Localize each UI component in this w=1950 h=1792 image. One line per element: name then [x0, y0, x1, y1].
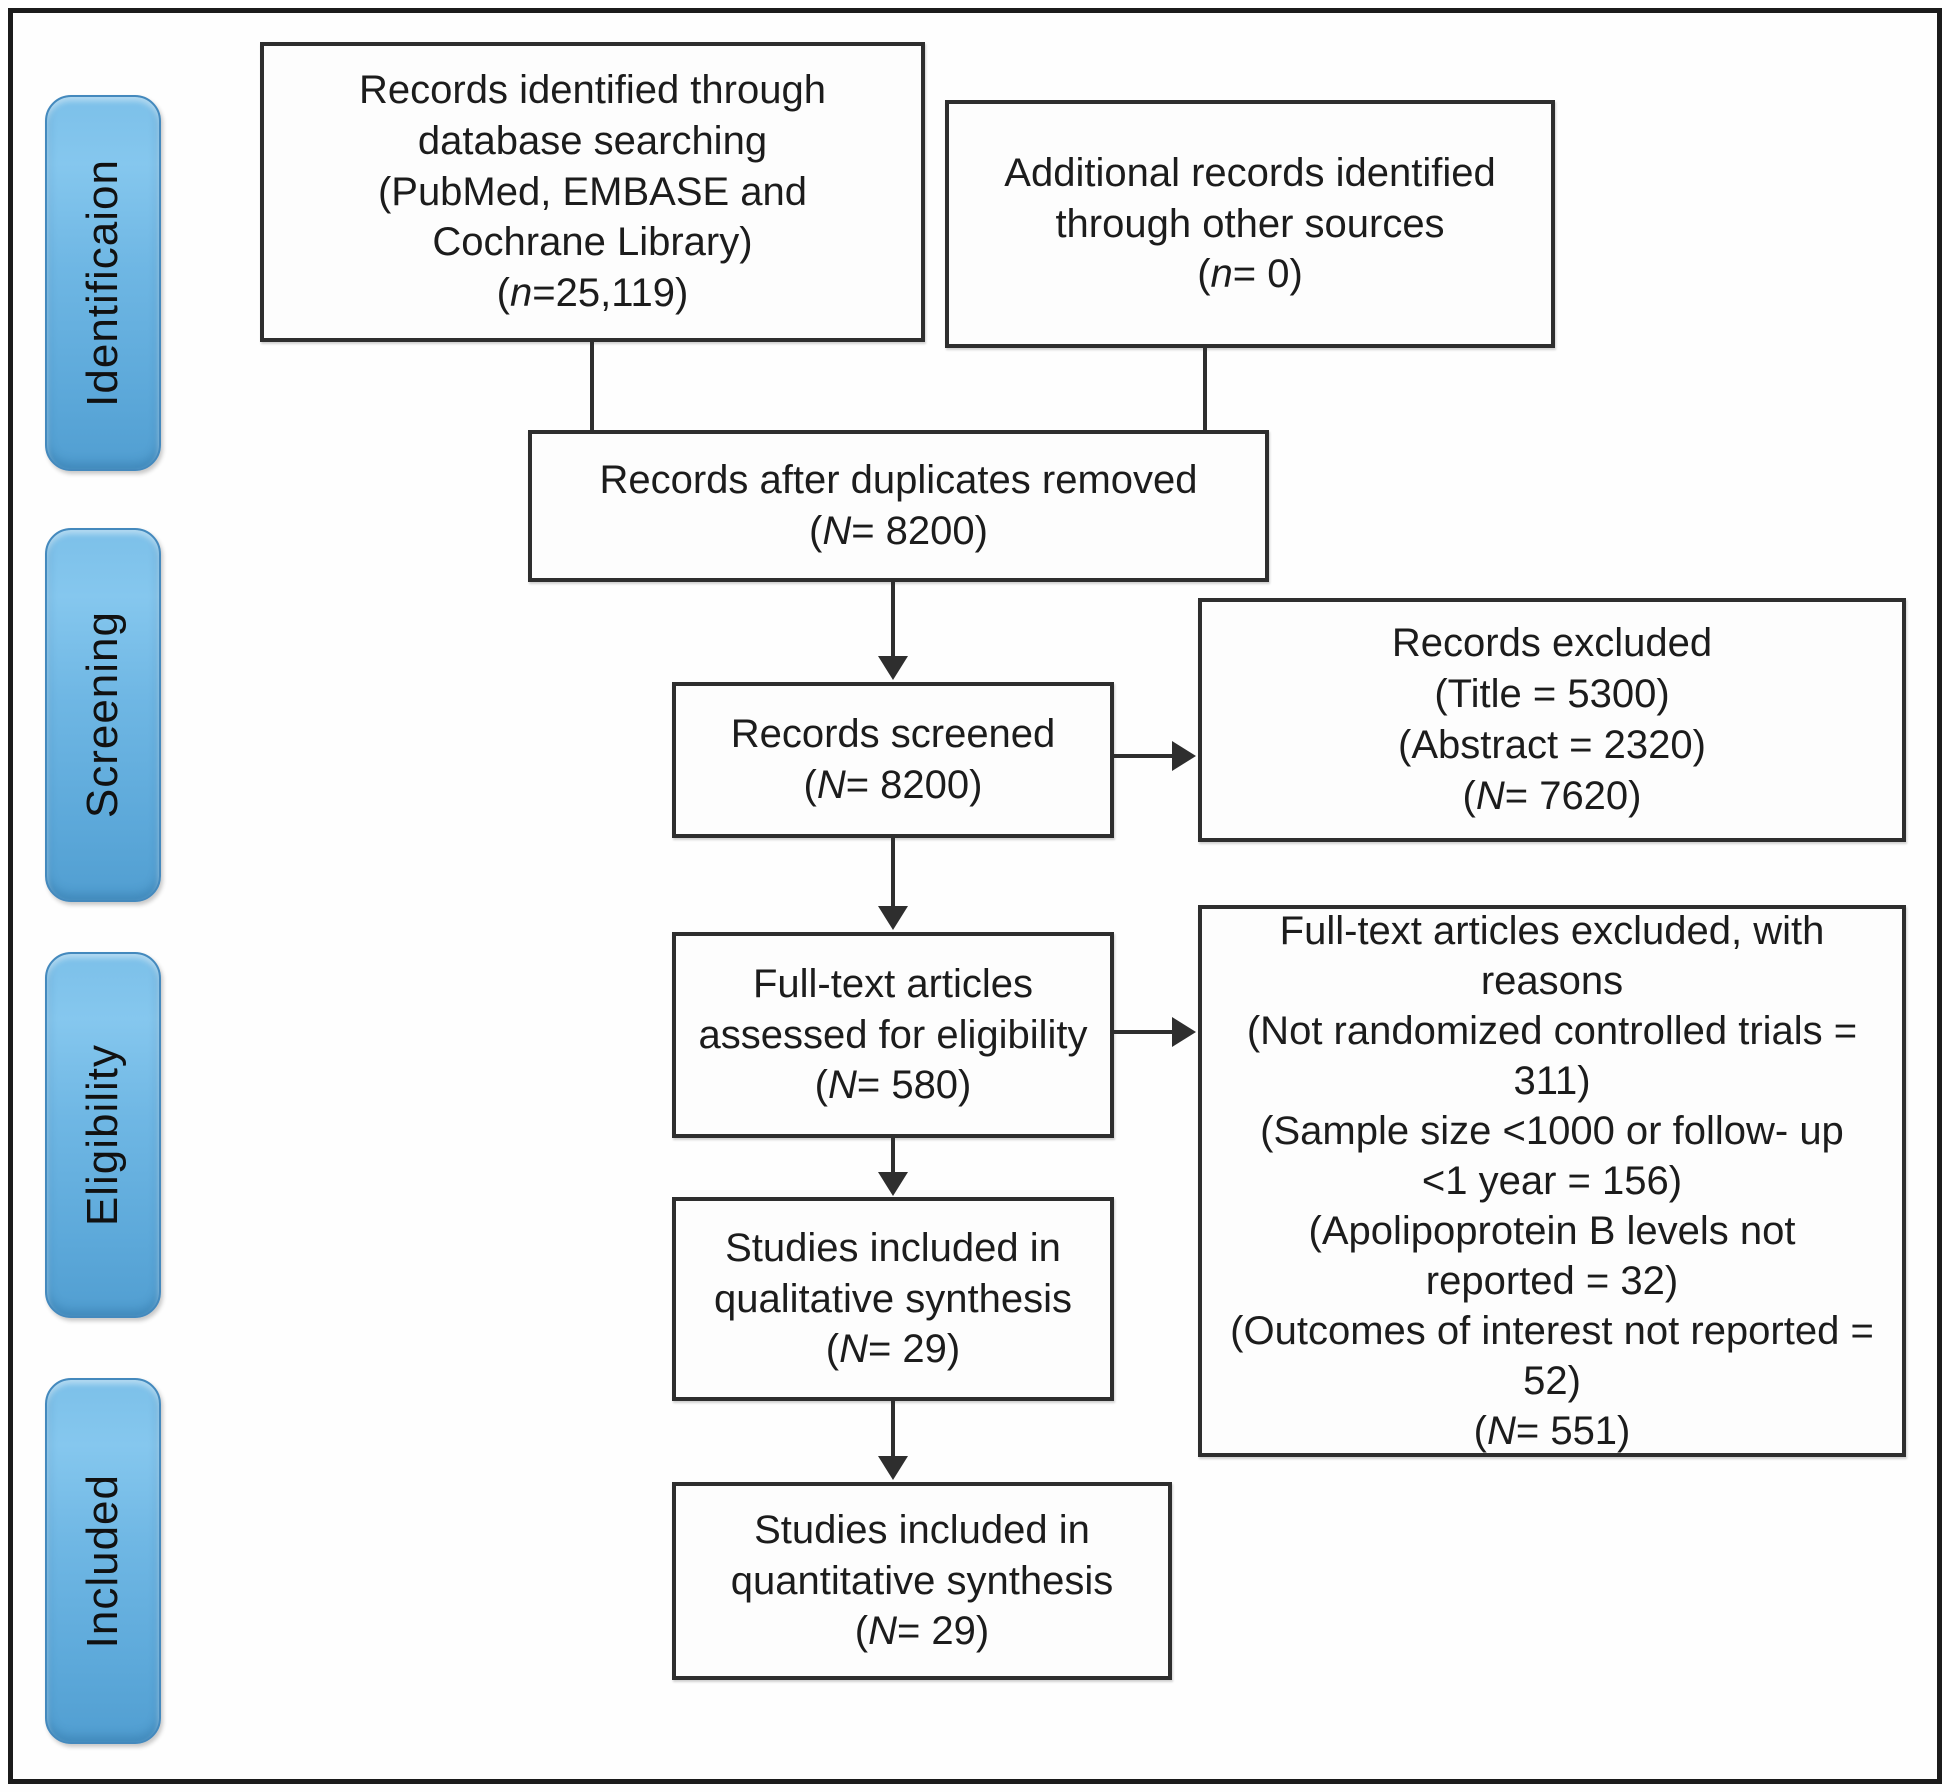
fulltext-assessed-count: (N= 580): [814, 1063, 972, 1108]
connector-screened-to-excluded: [1114, 754, 1176, 758]
box-additional-records: Additional records identified through ot…: [945, 100, 1555, 348]
stage-identification-label: Identificaion: [78, 159, 127, 407]
records-identified-count: (n=25,119): [496, 271, 689, 316]
quantitative-synthesis-count: (N= 29): [854, 1609, 990, 1654]
arrowhead-down-screened-icon: [878, 656, 908, 680]
qualitative-synthesis-count: (N= 29): [825, 1327, 961, 1372]
figure-border: [8, 8, 1942, 1784]
duplicates-removed-text: Records after duplicates removed: [599, 458, 1198, 503]
records-identified-text: Records identified through database sear…: [359, 68, 826, 265]
stage-eligibility: Eligibility: [45, 952, 161, 1318]
connector-qualitative-to-quantitative: [891, 1399, 895, 1459]
arrowhead-down-fulltext-icon: [878, 906, 908, 930]
box-records-excluded: Records excluded (Title = 5300) (Abstrac…: [1198, 598, 1906, 842]
stage-included-label: Included: [78, 1473, 127, 1649]
connector-fulltext-to-qualitative: [891, 1136, 895, 1176]
fulltext-assessed-text: Full-text articles assessed for eligibil…: [698, 961, 1088, 1057]
qualitative-synthesis-text: Studies included in qualitative synthesi…: [714, 1225, 1072, 1321]
arrowhead-down-qualitative-icon: [878, 1172, 908, 1196]
stage-eligibility-label: Eligibility: [78, 1043, 127, 1227]
stage-identification: Identificaion: [45, 95, 161, 471]
records-excluded-count: (N= 7620): [1462, 773, 1642, 818]
connector-identified-to-duplicates: [590, 340, 594, 432]
connector-duplicates-to-screened: [891, 580, 895, 660]
arrowhead-right-fulltext-excluded-icon: [1172, 1017, 1196, 1047]
box-fulltext-excluded: Full-text articles excluded, with reason…: [1198, 905, 1906, 1457]
connector-additional-to-duplicates: [1203, 346, 1207, 432]
box-records-identified: Records identified through database sear…: [260, 42, 925, 342]
fulltext-excluded-count: (N= 551): [1473, 1409, 1631, 1453]
arrowhead-right-excluded-icon: [1172, 741, 1196, 771]
additional-records-text: Additional records identified through ot…: [1004, 150, 1496, 246]
connector-fulltext-to-fulltext-excluded: [1114, 1030, 1176, 1034]
box-records-screened: Records screened (N= 8200): [672, 682, 1114, 838]
stage-included: Included: [45, 1378, 161, 1744]
arrowhead-down-quantitative-icon: [878, 1456, 908, 1480]
additional-records-count: (n= 0): [1197, 252, 1303, 297]
box-duplicates-removed: Records after duplicates removed (N= 820…: [528, 430, 1269, 582]
box-qualitative-synthesis: Studies included in qualitative synthesi…: [672, 1197, 1114, 1401]
quantitative-synthesis-text: Studies included in quantitative synthes…: [730, 1507, 1114, 1603]
fulltext-excluded-text: Full-text articles excluded, with reason…: [1230, 909, 1874, 1403]
records-excluded-text: Records excluded (Title = 5300) (Abstrac…: [1391, 621, 1713, 767]
box-quantitative-synthesis: Studies included in quantitative synthes…: [672, 1482, 1172, 1680]
stage-screening-label: Screening: [78, 611, 127, 819]
box-fulltext-assessed: Full-text articles assessed for eligibil…: [672, 932, 1114, 1138]
duplicates-removed-count: (N= 8200): [808, 509, 988, 553]
connector-screened-to-fulltext: [891, 836, 895, 910]
records-screened-text: Records screened: [730, 712, 1056, 757]
records-screened-count: (N= 8200): [803, 763, 983, 807]
stage-screening: Screening: [45, 528, 161, 902]
